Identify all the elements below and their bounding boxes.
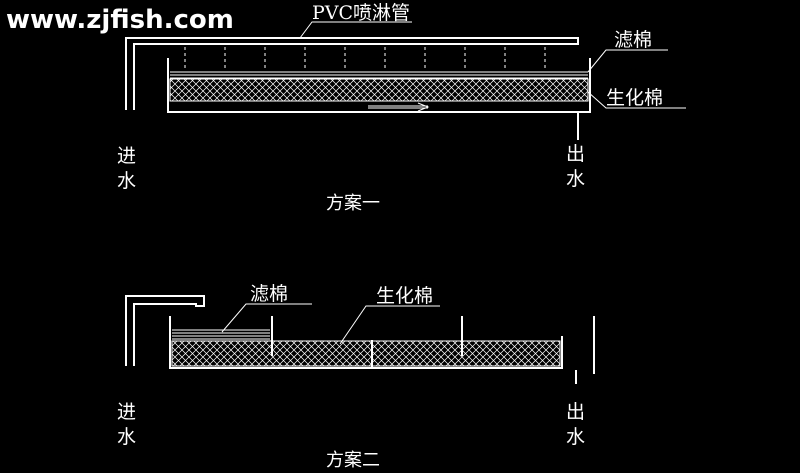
scheme1-pipe-label: PVC喷淋管 bbox=[312, 2, 410, 24]
scheme1-inlet-pipe bbox=[125, 37, 579, 110]
scheme2-outlet-label-bottom: 水 bbox=[566, 426, 585, 448]
scheme1-title: 方案一 bbox=[326, 193, 380, 214]
scheme1-pipe-leader bbox=[299, 21, 412, 39]
scheme2-bio-label: 生化棉 bbox=[376, 285, 433, 307]
scheme2-inlet-pipe bbox=[125, 295, 205, 366]
scheme1-filter-leader bbox=[587, 49, 668, 73]
scheme1-inlet-label-top: 进 bbox=[117, 145, 136, 167]
scheme1-bio-layer bbox=[169, 78, 589, 102]
scheme1-filter-label: 滤棉 bbox=[614, 29, 652, 51]
scheme2-filter-layer bbox=[172, 329, 270, 340]
scheme1-filter-layer bbox=[170, 71, 588, 79]
scheme1-tank bbox=[167, 58, 591, 113]
scheme1-outlet-label-top: 出 bbox=[566, 143, 585, 165]
scheme-1: PVC喷淋管 滤棉 生化棉 进 水 出 水 方案一 bbox=[117, 2, 686, 214]
scheme1-spray-drips bbox=[184, 47, 546, 70]
scheme1-outlet-label-bottom: 水 bbox=[566, 168, 585, 190]
scheme2-filter-leader bbox=[221, 303, 312, 333]
scheme2-tank bbox=[169, 316, 563, 369]
scheme1-flow-arrow bbox=[368, 102, 430, 112]
scheme1-inlet-label-bottom: 水 bbox=[117, 170, 136, 192]
watermark: www.zjfish.com bbox=[6, 5, 234, 35]
scheme2-title: 方案二 bbox=[326, 450, 380, 471]
scheme2-inlet-label-top: 进 bbox=[117, 401, 136, 423]
scheme2-bio-leader bbox=[339, 305, 440, 345]
scheme-2: 滤棉 生化棉 进 水 出 水 方案二 bbox=[117, 283, 595, 471]
scheme1-bio-leader bbox=[587, 91, 686, 109]
scheme2-filter-label: 滤棉 bbox=[250, 283, 288, 305]
scheme2-outlet-label-top: 出 bbox=[566, 401, 585, 423]
scheme1-bio-label: 生化棉 bbox=[606, 87, 663, 109]
scheme2-bio-layer bbox=[171, 340, 561, 367]
scheme2-inlet-label-bottom: 水 bbox=[117, 426, 136, 448]
